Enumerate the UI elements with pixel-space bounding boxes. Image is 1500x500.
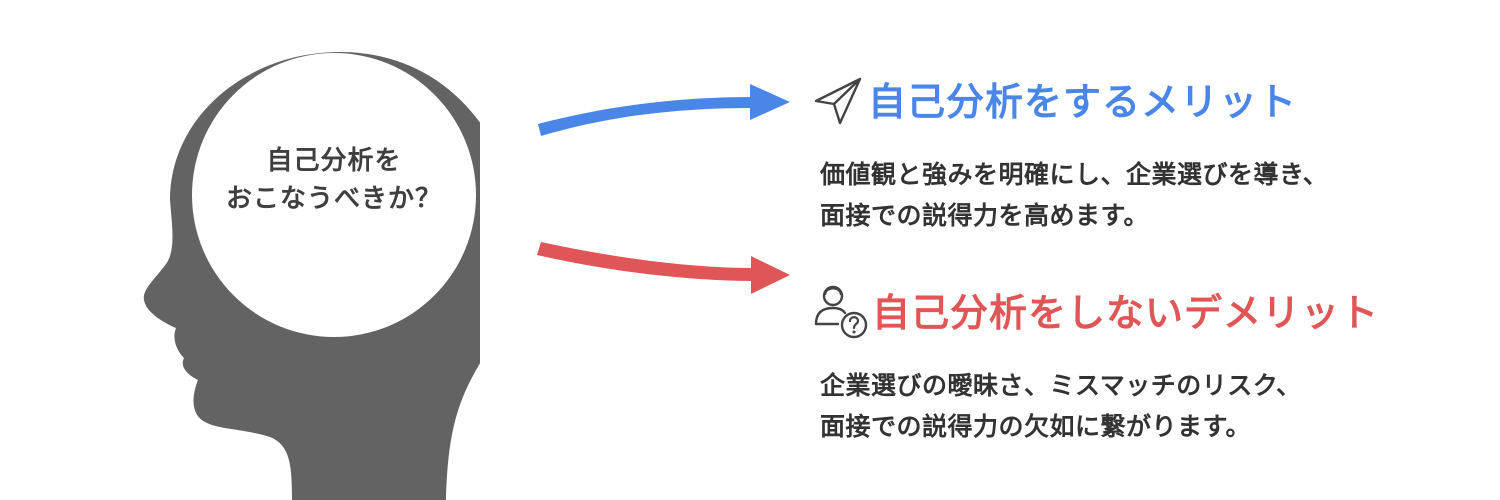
demerit-heading: 自己分析をしないデメリット <box>808 280 1379 346</box>
paper-plane-icon <box>806 74 868 130</box>
demerit-line-2: 面接での説得力の欠如に繋がります。 <box>820 412 1252 441</box>
head-silhouette <box>143 52 480 500</box>
question-line-1: 自己分析を <box>266 146 402 176</box>
head-question-text: 自己分析を おこなうべきか？ <box>194 142 474 218</box>
merit-title: 自己分析をするメリット <box>868 80 1298 124</box>
merit-description: 価値観と強みを明確にし、企業選びを導き、 面接での説得力を高めます。 <box>820 154 1328 236</box>
demerit-title: 自己分析をしないデメリット <box>872 291 1380 335</box>
arrows <box>537 84 790 294</box>
merit-line-2: 面接での説得力を高めます。 <box>820 201 1150 230</box>
person-question-icon <box>808 280 872 346</box>
question-line-2: おこなうべきか？ <box>225 184 442 214</box>
demerit-description: 企業選びの曖昧さ、ミスマッチのリスク、 面接での説得力の欠如に繋がります。 <box>820 365 1302 447</box>
brain-circle <box>192 53 476 337</box>
demerit-arrow <box>537 242 790 294</box>
merit-heading: 自己分析をするメリット <box>806 74 1297 130</box>
merit-arrow <box>538 84 790 136</box>
demerit-line-1: 企業選びの曖昧さ、ミスマッチのリスク、 <box>820 371 1302 400</box>
merit-line-1: 価値観と強みを明確にし、企業選びを導き、 <box>820 160 1329 189</box>
